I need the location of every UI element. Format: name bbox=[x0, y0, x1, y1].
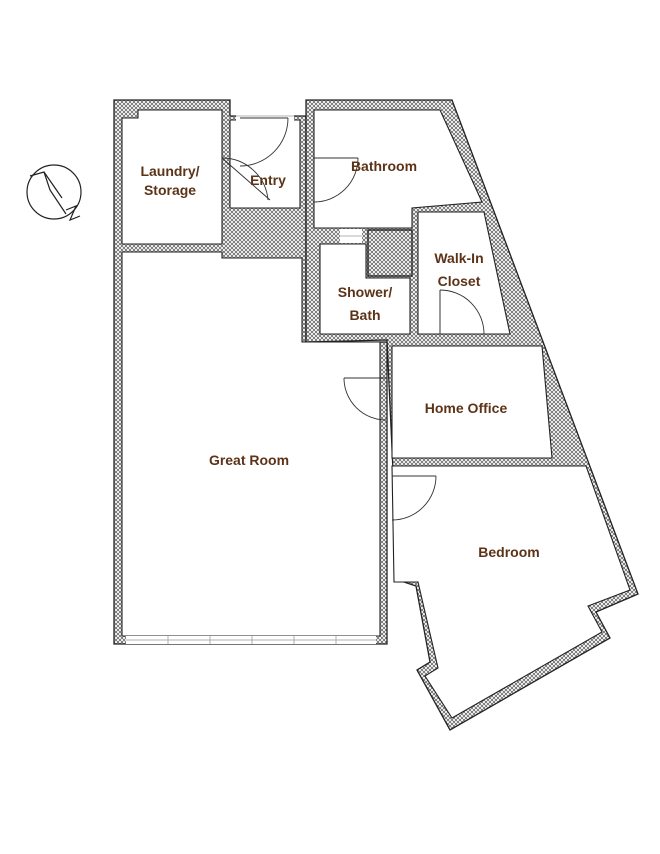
shower-label: Shower/ bbox=[338, 284, 393, 300]
shower-label-2: Bath bbox=[349, 307, 380, 323]
office-door-arc bbox=[343, 377, 387, 421]
closet-door-arc bbox=[439, 289, 485, 335]
laundry-door-leaf bbox=[221, 157, 271, 201]
front-door-opening bbox=[236, 112, 294, 122]
bedroom-door-arc bbox=[391, 475, 437, 521]
room-floors bbox=[121, 109, 631, 719]
door-swings bbox=[221, 117, 485, 521]
north-arrow-icon bbox=[26, 164, 82, 222]
shower-wall-mass bbox=[367, 229, 413, 277]
bathroom-floor bbox=[313, 109, 483, 229]
entry-floor bbox=[229, 119, 301, 209]
shower-floor bbox=[319, 243, 411, 335]
walkin-floor bbox=[417, 211, 511, 335]
laundry-door-arc bbox=[221, 157, 269, 201]
bathroom-door-arc bbox=[313, 157, 359, 203]
room-labels: Laundry/ Storage Entry Bathroom Shower/ … bbox=[140, 158, 539, 560]
walkin-label: Walk-In bbox=[434, 250, 483, 266]
bathroom-label: Bathroom bbox=[351, 158, 417, 174]
openings bbox=[126, 112, 376, 644]
laundry-label-2: Storage bbox=[144, 182, 196, 198]
entry-label: Entry bbox=[250, 172, 286, 188]
bedroom-floor bbox=[391, 465, 631, 719]
bedroom-label: Bedroom bbox=[478, 544, 539, 560]
walkin-label-2: Closet bbox=[438, 273, 481, 289]
great-room-label: Great Room bbox=[209, 452, 289, 468]
entry-door-arc bbox=[239, 117, 289, 167]
office-label: Home Office bbox=[425, 400, 508, 416]
laundry-floor bbox=[121, 109, 223, 245]
office-floor bbox=[391, 345, 553, 459]
laundry-label: Laundry/ bbox=[140, 163, 199, 179]
